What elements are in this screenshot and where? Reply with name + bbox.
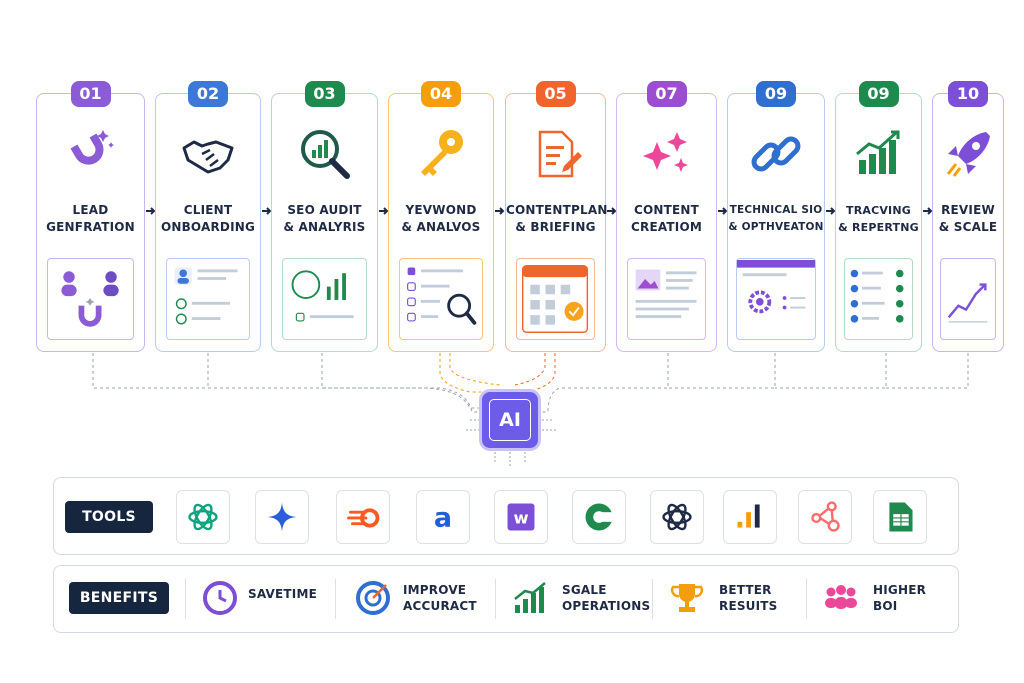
hub-nodes-icon xyxy=(811,501,840,532)
divider xyxy=(495,579,496,619)
flow-arrow xyxy=(826,207,836,215)
divider xyxy=(806,579,807,619)
ai-chip: AI xyxy=(482,392,538,448)
sparkles-icon xyxy=(642,132,688,172)
step-number-badge: 10 xyxy=(948,81,988,107)
flow-arrow xyxy=(923,207,933,215)
rocket-icon xyxy=(946,132,990,177)
tool-openai-dark[interactable] xyxy=(650,490,704,544)
key-icon xyxy=(421,130,463,176)
svg-text:a: a xyxy=(434,503,452,534)
step-card-technical-seo: 09 TECHNICAL SIO& OPTHVEATON xyxy=(727,81,825,352)
tool-hub[interactable] xyxy=(798,490,852,544)
tool-c[interactable] xyxy=(572,490,626,544)
step-number-badge: 09 xyxy=(858,81,899,107)
divider xyxy=(335,579,336,619)
sparkle-star-icon xyxy=(267,502,297,532)
step-title: SEO AUDIT& ANALYRIS xyxy=(283,203,366,234)
trophy-icon xyxy=(670,584,704,612)
onboarding-illustration xyxy=(166,258,250,340)
step-number-badge: 05 xyxy=(535,81,576,107)
step-number-badge: 07 xyxy=(646,81,687,107)
flow-arrow xyxy=(607,207,617,215)
chain-link-icon xyxy=(751,136,801,172)
tool-sheets[interactable] xyxy=(873,490,927,544)
tool-analytics[interactable] xyxy=(723,490,777,544)
flow-arrow xyxy=(495,207,505,215)
tools-label: TOOLS xyxy=(65,501,153,533)
step-number-badge: 03 xyxy=(304,81,345,107)
magnet-icon xyxy=(70,130,114,165)
document-pen-icon xyxy=(538,130,582,178)
step-number-badge: 04 xyxy=(421,81,461,107)
semrush-flame-icon xyxy=(347,508,380,528)
divider xyxy=(652,579,653,619)
step-card-tracking-reporting: 09 TRACVING& REPERTNG xyxy=(835,81,922,352)
audit-illustration xyxy=(282,258,367,340)
tool-openai[interactable] xyxy=(176,490,230,544)
tool-gemini[interactable] xyxy=(255,490,309,544)
magnifier-chart-icon xyxy=(300,130,350,179)
flow-arrow xyxy=(146,207,156,215)
flow-arrow xyxy=(379,207,389,215)
step-number-badge: 02 xyxy=(188,81,228,107)
trend-bars-icon xyxy=(855,130,899,174)
step-title: CONTENTPLAN& BRIEFING xyxy=(506,203,608,234)
c-logo-icon xyxy=(585,503,615,531)
article-illustration xyxy=(627,258,706,340)
step-title: YEVWOND& ANALVOS xyxy=(401,203,481,234)
team-icon xyxy=(825,585,857,609)
benefits-label: BENEFITS xyxy=(69,582,169,614)
step-number-badge: 01 xyxy=(70,81,111,107)
step-title: TRACVING& REPERTNG xyxy=(838,204,919,234)
growth-illustration xyxy=(940,258,996,340)
divider xyxy=(185,579,186,619)
openai-knot-dark-icon xyxy=(662,503,692,531)
tools-panel: TOOLS a w xyxy=(53,477,959,555)
benefit-save-time: SAVETIME xyxy=(248,587,317,601)
calendar-illustration xyxy=(516,258,595,340)
keyword-illustration xyxy=(399,258,483,340)
tool-ahrefs[interactable]: a xyxy=(416,490,470,544)
step-card-keyword-analysis: 04 YEVWOND& ANALVOS xyxy=(388,81,494,352)
step-card-content-plan: 05 CONTENTPLAN& BRIEFING xyxy=(505,81,608,352)
bar-analytics-icon xyxy=(737,504,760,528)
checklist-illustration xyxy=(844,258,913,340)
step-card-seo-audit: 03 SEO AUDIT& ANALYRIS xyxy=(271,81,378,352)
step-title: REVIEW& SCALE xyxy=(938,203,998,234)
lead-illustration xyxy=(47,258,134,340)
step-number-badge: 09 xyxy=(756,81,796,107)
sheets-doc-icon xyxy=(889,502,913,532)
ai-chip-label: AI xyxy=(489,399,531,441)
handshake-icon xyxy=(182,140,234,174)
tool-w[interactable]: w xyxy=(494,490,548,544)
step-card-review-scale: 10 REVIEW& SCALE xyxy=(932,81,1004,352)
tool-semrush[interactable] xyxy=(336,490,390,544)
clock-icon xyxy=(203,581,237,615)
step-title: TECHNICAL SIO& OPTHVEATON xyxy=(728,204,824,233)
ahrefs-a-icon: a xyxy=(434,503,452,534)
target-icon xyxy=(356,581,390,615)
svg-text:w: w xyxy=(513,509,528,528)
flow-arrow xyxy=(718,207,728,215)
openai-knot-icon xyxy=(188,503,218,531)
settings-illustration xyxy=(736,258,816,340)
growth-chart-icon xyxy=(514,582,546,613)
flow-arrow xyxy=(262,207,272,215)
w-logo-icon: w xyxy=(507,503,535,531)
